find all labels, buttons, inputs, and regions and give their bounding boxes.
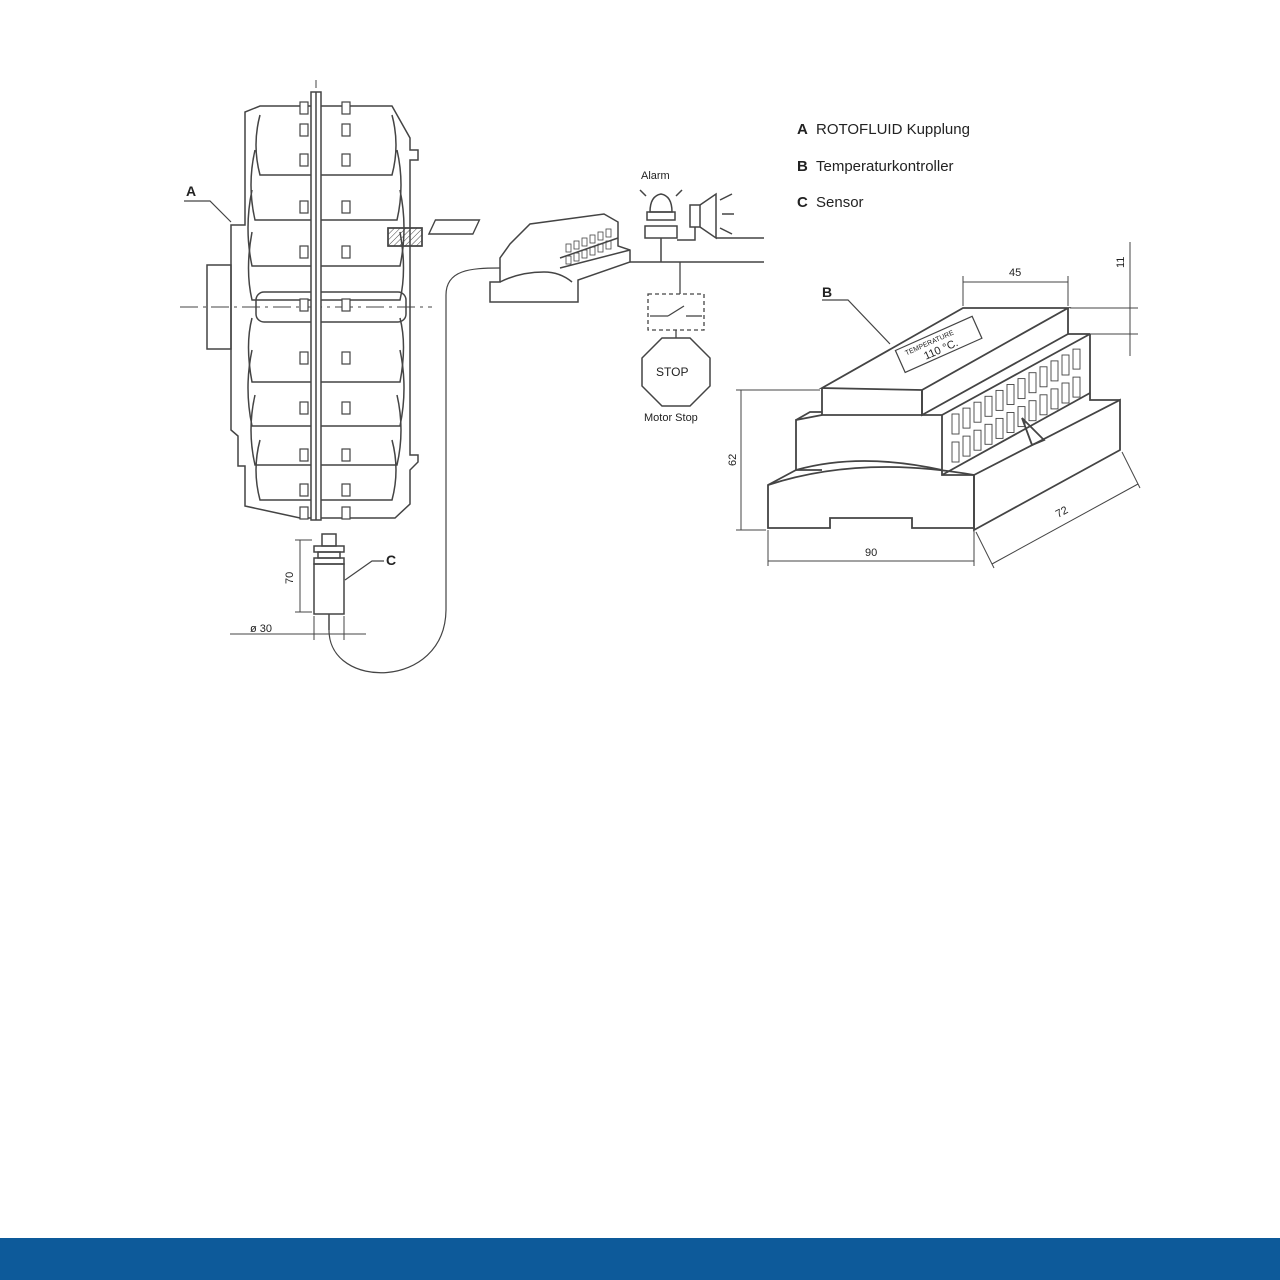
legend-label: ROTOFLUID Kupplung [816, 121, 970, 138]
motor-stop-label: Motor Stop [644, 412, 698, 424]
small-controller [427, 213, 764, 303]
terminal-slot [589, 246, 596, 256]
terminal-slot [1006, 412, 1015, 433]
bolt [299, 483, 309, 497]
terminal-slot [995, 417, 1004, 439]
terminal-slot [973, 401, 982, 423]
terminal-slot [1006, 384, 1015, 405]
terminal-slot [951, 441, 960, 463]
terminal-slot [951, 413, 960, 435]
terminal-slot [597, 231, 604, 241]
terminal-slot [973, 429, 982, 451]
terminal-slot [1061, 354, 1070, 376]
bolt [341, 200, 351, 214]
coupling-bolts [299, 101, 351, 520]
alarm-light-icon [639, 189, 683, 262]
terminal-slot [573, 252, 580, 262]
terminal-slot [589, 234, 596, 244]
callout-b: B [822, 284, 832, 300]
dim-top-width: 45 [1009, 267, 1021, 279]
dim-height: 62 [727, 454, 739, 466]
callout-a-leader [184, 200, 232, 223]
callout-c: C [386, 552, 396, 568]
terminal-slot [984, 423, 993, 445]
bolt [299, 298, 309, 312]
legend-key: A [797, 121, 808, 138]
terminal-slot [1072, 348, 1081, 370]
stop-label: STOP [656, 365, 688, 379]
bolt [299, 101, 309, 115]
bolt [299, 245, 309, 259]
controller-terminals [951, 348, 1081, 463]
coupling-drawing [180, 80, 432, 521]
bolt [299, 351, 309, 365]
bolt [341, 351, 351, 365]
legend-item-c: C Sensor [797, 194, 864, 211]
terminal-slot [1072, 376, 1081, 398]
terminal-slot [962, 407, 971, 429]
terminal-slot [1050, 360, 1059, 382]
small-controller-terminals [565, 228, 612, 265]
sensor-height-dim: 70 [284, 572, 296, 584]
bolt [341, 245, 351, 259]
terminal-slot [995, 389, 1004, 411]
terminal-slot [1028, 372, 1037, 394]
legend-key: B [797, 158, 808, 175]
terminal-slot [1028, 400, 1037, 422]
dim-width: 90 [865, 547, 877, 559]
stop-circuit [647, 262, 705, 338]
bolt [299, 123, 309, 137]
bolt [341, 448, 351, 462]
terminal-slot [605, 228, 612, 238]
terminal-slot [573, 240, 580, 250]
legend-key: C [797, 194, 808, 211]
callout-b-leader [822, 299, 891, 345]
bolt [341, 101, 351, 115]
bolt [341, 401, 351, 415]
bolt [341, 298, 351, 312]
terminal-slot [581, 237, 588, 247]
dim-top-step: 11 [1115, 257, 1127, 268]
terminal-slot [1017, 378, 1026, 400]
bolt [299, 153, 309, 167]
alarm-horn-icon [677, 192, 764, 241]
sensor-diameter-dim: ø 30 [250, 623, 272, 635]
sensor-drawing [230, 267, 501, 674]
footer-bar [0, 1238, 1280, 1280]
bolt [341, 506, 351, 520]
terminal-slot [605, 240, 612, 250]
terminal-slot [597, 243, 604, 253]
terminal-slot [962, 435, 971, 457]
bolt [341, 153, 351, 167]
terminal-slot [581, 249, 588, 259]
bolt [341, 483, 351, 497]
bolt [299, 200, 309, 214]
bolt [299, 448, 309, 462]
technical-drawing: 70 ø 30 A C Alarm [180, 80, 1141, 674]
terminal-slot [565, 255, 572, 265]
controller-dimensions [736, 242, 1141, 569]
terminal-slot [1050, 388, 1059, 410]
bolt [299, 506, 309, 520]
dim-depth: 72 [1054, 504, 1070, 520]
legend-label: Temperaturkontroller [816, 158, 954, 175]
legend-item-b: B Temperaturkontroller [797, 158, 954, 175]
legend-item-a: A ROTOFLUID Kupplung [797, 121, 970, 138]
terminal-slot [565, 243, 572, 253]
terminal-slot [1039, 366, 1048, 388]
stop-sign-icon [641, 337, 711, 407]
legend-label: Sensor [816, 194, 864, 211]
terminal-slot [1061, 382, 1070, 404]
bolt [299, 401, 309, 415]
callout-a: A [186, 183, 196, 199]
controller-drawing [767, 307, 1121, 532]
bolt [341, 123, 351, 137]
terminal-slot [1017, 406, 1026, 428]
terminal-slot [1039, 394, 1048, 416]
terminal-slot [984, 395, 993, 417]
alarm-label: Alarm [641, 170, 670, 182]
